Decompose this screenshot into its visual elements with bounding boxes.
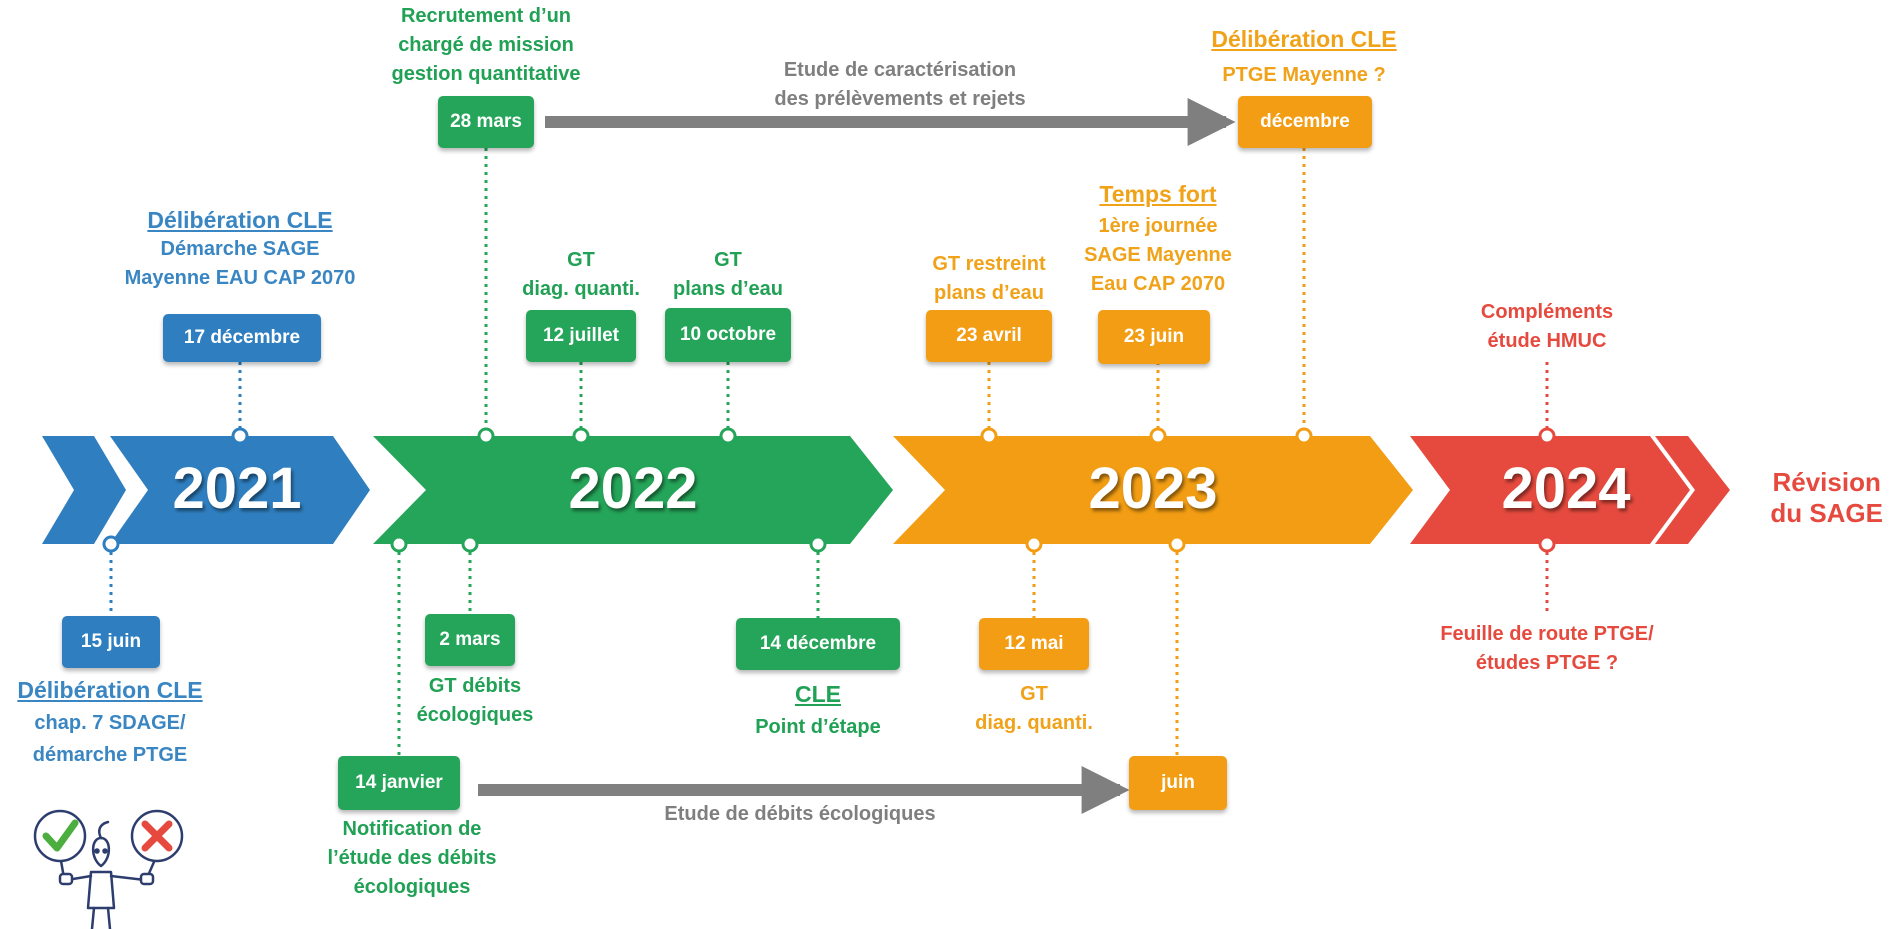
label-12-juillet: GT diag. quanti. — [522, 249, 640, 300]
marker-decembre — [1295, 427, 1313, 445]
marker-10-octobre — [719, 427, 737, 445]
marker-17-decembre — [231, 427, 249, 445]
marker-2024-top — [1538, 427, 1556, 445]
decision-mascot-icon — [33, 809, 184, 929]
date-box-14-decembre: 14 décembre — [736, 618, 900, 670]
chevron-2021 — [110, 436, 370, 544]
label-23-juin: Temps fort 1ère journée SAGE Mayenne Eau… — [1084, 181, 1232, 295]
marker-2-mars — [461, 535, 479, 553]
label-etude-debits: Etude de débits écologiques — [664, 803, 936, 825]
chevron-2023 — [893, 436, 1413, 544]
date-box-17-decembre: 17 décembre — [163, 314, 321, 362]
marker-28-mars — [477, 427, 495, 445]
date-box-12-mai: 12 mai — [979, 618, 1089, 670]
year-2024: 2024 — [1501, 456, 1631, 521]
label-2021-dec: Délibération CLE Démarche SAGE Mayenne E… — [124, 207, 356, 289]
date-box-decembre: décembre — [1238, 96, 1372, 148]
label-14-janvier: Notification de l’étude des débits écolo… — [327, 818, 497, 898]
label-14-decembre: CLE Point d’étape — [755, 681, 881, 738]
date-box-12-juillet: 12 juillet — [526, 310, 636, 362]
label-2-mars: GT débits écologiques — [416, 675, 534, 726]
year-2021: 2021 — [172, 456, 302, 521]
label-decembre-2023: Délibération CLE PTGE Mayenne ? — [1211, 26, 1397, 86]
label-2024-top: Compléments étude HMUC — [1480, 301, 1614, 352]
label-10-octobre: GT plans d’eau — [672, 249, 784, 300]
label-23-avril: GT restreint plans d’eau — [932, 253, 1046, 304]
label-2021-jun: Délibération CLE chap. 7 SDAGE/ démarche… — [17, 677, 203, 766]
date-box-15-juin: 15 juin — [62, 616, 160, 668]
label-2024-bottom: Feuille de route PTGE/ études PTGE ? — [1440, 623, 1654, 674]
date-box-28-mars: 28 mars — [438, 96, 534, 148]
marker-juin — [1168, 535, 1186, 553]
marker-15-juin — [102, 535, 120, 553]
date-box-juin: juin — [1129, 756, 1227, 810]
label-28-mars: Recrutement d’un chargé de mission gesti… — [391, 5, 581, 85]
chevron-2021-tail — [42, 436, 126, 544]
date-box-10-octobre: 10 octobre — [665, 308, 791, 362]
marker-14-decembre — [809, 535, 827, 553]
chevron-2024 — [1410, 436, 1690, 544]
marker-23-juin — [1149, 427, 1167, 445]
date-box-23-avril: 23 avril — [926, 310, 1052, 362]
marker-12-juillet — [572, 427, 590, 445]
label-12-mai: GT diag. quanti. — [975, 683, 1093, 734]
marker-14-janvier — [390, 535, 408, 553]
chevron-2022 — [373, 436, 893, 544]
date-box-2-mars: 2 mars — [425, 614, 515, 666]
marker-23-avril — [980, 427, 998, 445]
chevron-2024-tip — [1655, 436, 1730, 544]
year-2022: 2022 — [568, 456, 698, 521]
date-box-14-janvier: 14 janvier — [338, 756, 460, 810]
marker-2024-bottom — [1538, 535, 1556, 553]
final-label-revision-du-sage: Révision du SAGE — [1770, 467, 1883, 528]
marker-12-mai — [1025, 535, 1043, 553]
year-2023: 2023 — [1088, 456, 1218, 521]
label-etude-prelevements: Etude de caractérisation des prélèvement… — [774, 59, 1026, 110]
date-box-23-juin: 23 juin — [1098, 310, 1210, 364]
